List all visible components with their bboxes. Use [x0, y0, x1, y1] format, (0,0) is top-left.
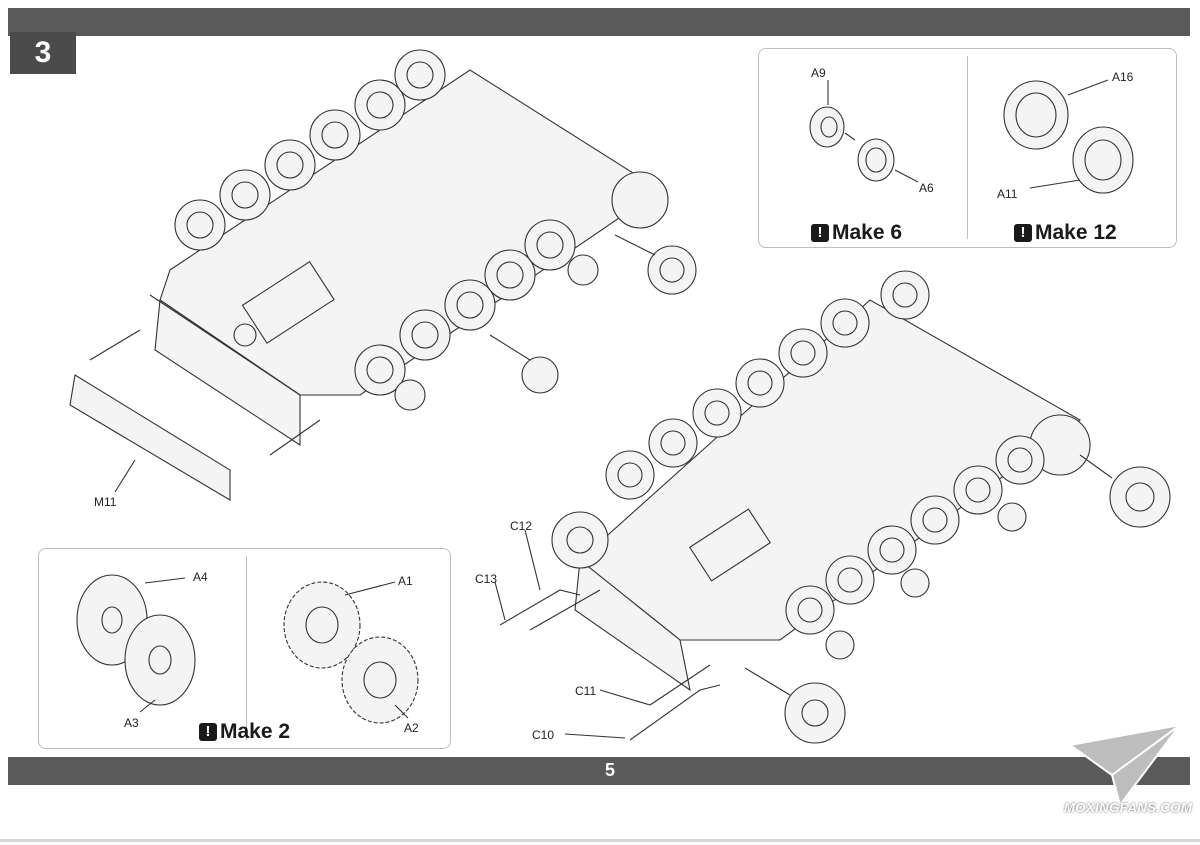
warning-icon: !	[199, 723, 217, 741]
warning-icon: !	[811, 224, 829, 242]
label-a3: A3	[124, 716, 139, 730]
label-a4: A4	[193, 570, 208, 584]
leader-lines	[114, 459, 651, 739]
hull-lower-right-drawing	[499, 270, 1171, 744]
make-2-label: Make 2	[220, 720, 291, 743]
warning-icon: !	[1014, 224, 1032, 242]
paper-plane-logo-icon	[1067, 723, 1183, 808]
label-a2: A2	[404, 721, 419, 735]
label-a1: A1	[398, 574, 413, 588]
label-a6: A6	[919, 181, 934, 195]
hull-upper-left-drawing	[69, 49, 697, 501]
make-6-label: Make 6	[832, 221, 903, 244]
make-12-note: !Make 12	[1014, 221, 1117, 245]
scan-edge	[0, 839, 1200, 842]
label-m11: M11	[94, 495, 117, 509]
step-number: 3	[10, 32, 76, 74]
watermark-text: MOXINGFANS.COM	[1064, 800, 1193, 815]
label-a11: A11	[997, 187, 1018, 201]
label-c11: C11	[575, 684, 597, 698]
make-2-note: !Make 2	[199, 720, 290, 744]
label-a16: A16	[1112, 70, 1134, 84]
page-number: 5	[604, 760, 615, 780]
label-a9: A9	[811, 66, 826, 80]
inset-divider	[967, 56, 968, 239]
label-c12: C12	[510, 519, 533, 533]
header-bar	[8, 8, 1190, 36]
inset-divider	[246, 556, 247, 740]
make-12-label: Make 12	[1035, 221, 1117, 244]
label-c13: C13	[475, 572, 498, 586]
make-6-note: !Make 6	[811, 221, 902, 245]
footer-bar	[8, 757, 1190, 785]
label-c10: C10	[532, 728, 555, 742]
